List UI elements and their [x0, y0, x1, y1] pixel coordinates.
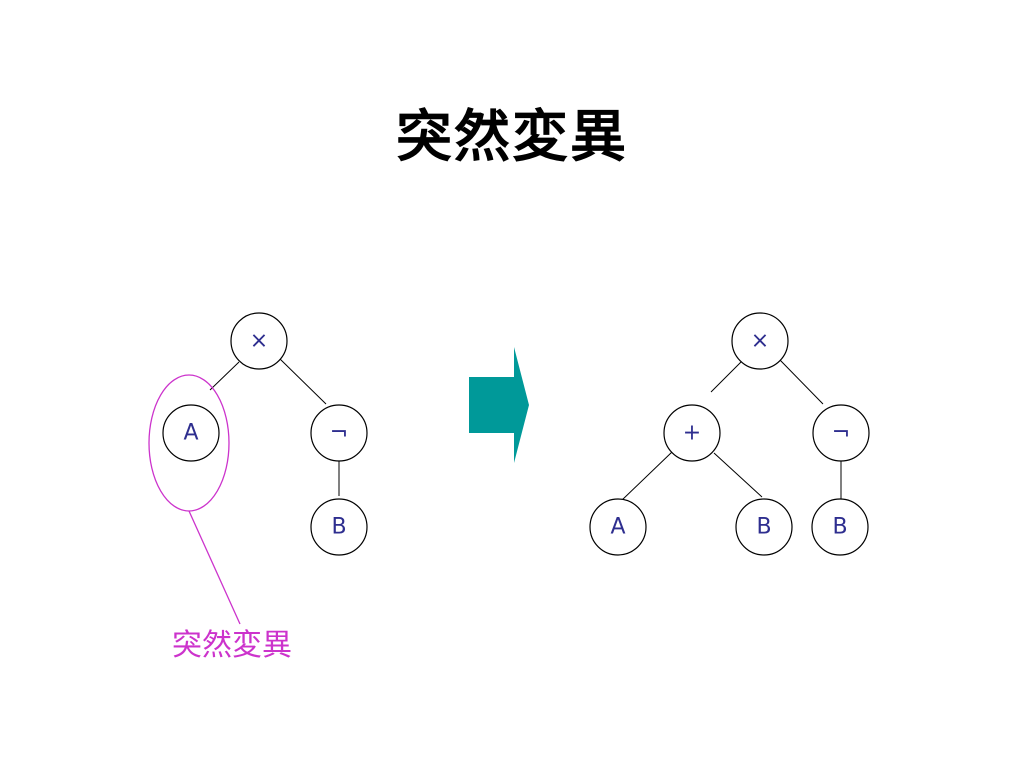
mutation-pointer-line: [188, 510, 241, 625]
tree-node-after-plus: +: [663, 404, 721, 462]
edge-after-root-right: [779, 359, 824, 405]
transform-arrow: [469, 347, 529, 463]
tree-node-before-a: A: [162, 404, 220, 462]
slide-title: 突然変異: [396, 105, 628, 170]
edge-after-plus-left: [620, 451, 673, 502]
tree-node-before-not: ¬: [310, 404, 368, 462]
node-label: +: [683, 421, 701, 446]
node-label: ×: [751, 329, 769, 354]
node-label: ¬: [330, 421, 348, 446]
tree-node-before-b: B: [310, 498, 368, 556]
node-label: ¬: [832, 421, 850, 446]
node-label: A: [610, 515, 625, 540]
mutation-annotation-label: 突然変異: [172, 628, 292, 663]
node-label: B: [331, 515, 346, 540]
node-label: B: [832, 515, 847, 540]
tree-node-before-root: ×: [230, 312, 288, 370]
edge-before-root-left: [209, 361, 240, 391]
edge-after-plus-right: [713, 452, 763, 498]
tree-node-after-a: A: [589, 498, 647, 556]
node-label: B: [756, 515, 771, 540]
node-label: A: [183, 421, 198, 446]
tree-node-after-b-left: B: [735, 498, 793, 556]
edge-before-root-right: [278, 357, 327, 405]
node-label: ×: [250, 329, 268, 354]
tree-node-after-not: ¬: [812, 404, 870, 462]
tree-node-after-b-right: B: [811, 498, 869, 556]
tree-node-after-root: ×: [731, 312, 789, 370]
edge-after-root-left: [710, 359, 744, 393]
